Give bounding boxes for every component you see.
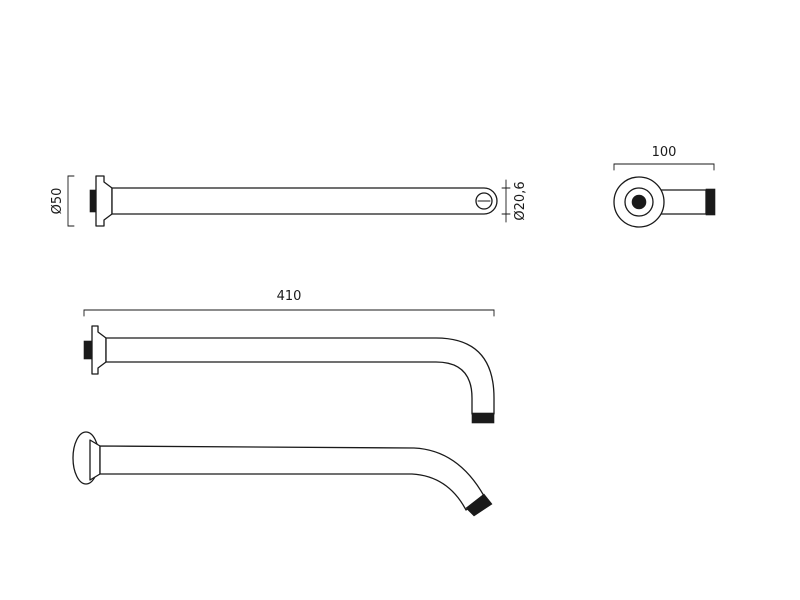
- end-view: 100: [613, 145, 716, 228]
- dimension-line-length: [83, 309, 495, 317]
- flange-top: [95, 175, 113, 227]
- flange-perspective-neck: [89, 439, 101, 481]
- dimension-projection: 100: [652, 145, 677, 160]
- thread-outlet-front: [471, 412, 495, 424]
- front-view: 410: [83, 289, 495, 424]
- dimension-length: 410: [277, 289, 302, 304]
- dimension-pipe-diameter: Ø20,6: [513, 181, 528, 220]
- arm-front: [105, 337, 495, 415]
- arm-top: [111, 187, 498, 215]
- dimension-flange-diameter: Ø50: [50, 188, 65, 215]
- thread-outlet-perspective: [465, 493, 493, 517]
- dimension-line-flange: [67, 175, 75, 227]
- arm-perspective: [99, 445, 485, 511]
- thread-end-view: [705, 188, 716, 216]
- dimension-line-pipe: [501, 179, 511, 223]
- dimension-line-projection: [613, 163, 715, 171]
- flange-end-view-core: [631, 194, 647, 210]
- flange-front: [91, 325, 107, 375]
- perspective-view: [72, 431, 493, 517]
- top-view: Ø50 Ø20,6: [50, 175, 528, 227]
